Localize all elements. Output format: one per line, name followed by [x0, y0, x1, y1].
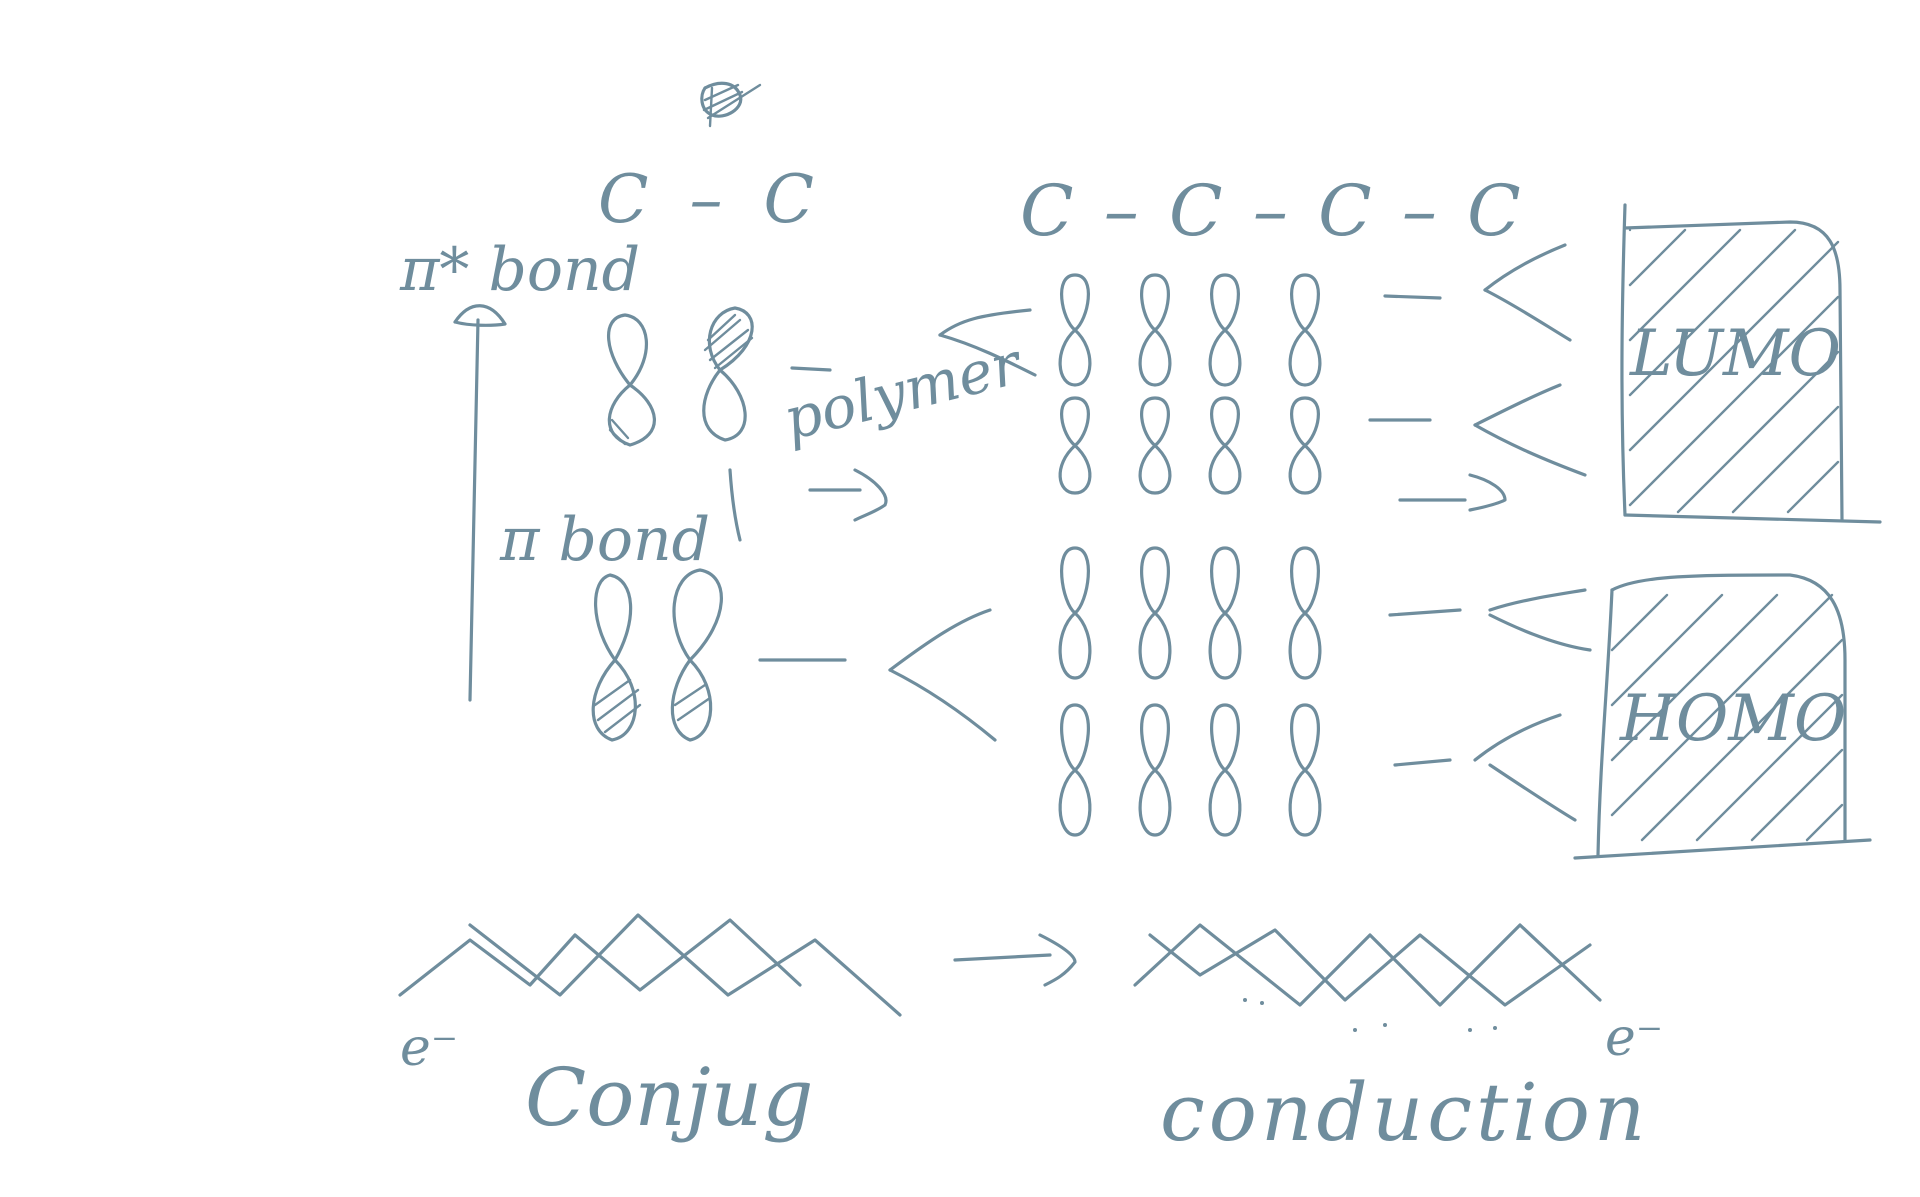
polymer-p-orbital — [1208, 546, 1242, 680]
polymer-p-orbital — [1058, 703, 1092, 837]
hatch-line — [1805, 803, 1844, 842]
hatch-line — [1610, 593, 1779, 762]
polymer-p-orbital — [1058, 546, 1092, 680]
label-lumo: LUMO — [1629, 317, 1841, 391]
label-homo: HOMO — [1619, 682, 1846, 756]
label-chain: C – C – C – C — [1020, 170, 1525, 252]
hatch-line — [1628, 295, 1840, 507]
polymer-arrow: polymer — [777, 329, 1030, 522]
hatch-line — [1610, 593, 1724, 707]
p-orbital — [670, 568, 723, 742]
conjugated-chain: e⁻ Conjug — [398, 913, 902, 1144]
polymer-p-orbital — [1058, 396, 1092, 495]
hatch-line — [1676, 350, 1840, 514]
polymer-p-orbital — [1288, 396, 1322, 495]
polymer-p-orbital — [1138, 703, 1172, 837]
pi-orbital-pair — [591, 568, 723, 742]
hatch-line — [1628, 228, 1687, 287]
hatch-line — [1628, 228, 1797, 397]
polymer-p-orbital — [1208, 273, 1242, 387]
label-c-c: C – C — [598, 161, 824, 238]
hatch-line — [1640, 638, 1844, 842]
polymer-orbital-grid — [1058, 273, 1322, 837]
polymer-p-orbital — [1208, 396, 1242, 495]
polymer-p-orbital — [1288, 273, 1322, 387]
pi-star-orbital-pair — [606, 306, 754, 447]
label-pi-star-bond: π* bond — [399, 235, 640, 305]
polymer-p-orbital — [1288, 703, 1322, 837]
polymer-p-orbital — [1138, 273, 1172, 387]
label-electron-right: e⁻ — [1605, 1008, 1663, 1068]
p-orbital — [606, 313, 656, 447]
energy-axis-arrow — [453, 304, 507, 702]
lumo-band: LUMO — [1620, 203, 1882, 524]
conduction-arrow — [953, 933, 1077, 987]
conduction-chain: e⁻ conduction — [1133, 923, 1663, 1159]
hatch-line — [1695, 693, 1844, 842]
label-polymer: polymer — [777, 329, 1030, 454]
label-electron-left: e⁻ — [400, 1018, 458, 1078]
hatch-line — [1610, 593, 1669, 652]
p-orbital — [591, 573, 642, 742]
homo-band: HOMO — [1573, 573, 1872, 860]
polymer-p-orbital — [1138, 396, 1172, 495]
hatch-line — [1750, 748, 1844, 842]
hatch-line — [1628, 240, 1840, 452]
polymer-p-orbital — [1138, 546, 1172, 680]
scribble-mark — [700, 81, 762, 128]
polymer-p-orbital — [1208, 703, 1242, 837]
hatch-line — [1786, 460, 1840, 514]
homo-hatch — [1610, 593, 1844, 842]
label-conjug: Conjug — [525, 1051, 813, 1144]
label-pi-bond: π bond — [499, 505, 710, 575]
hatch-line — [1610, 593, 1834, 817]
splitting-lines-right — [1368, 243, 1592, 822]
lumo-hatch — [1628, 228, 1840, 514]
polymer-p-orbital — [1288, 546, 1322, 680]
polymer-p-orbital — [1058, 273, 1092, 387]
splitting-lines-left — [888, 308, 1037, 742]
single-bond-levels — [728, 366, 847, 662]
hatch-line — [1731, 405, 1840, 514]
label-conduction: conduction — [1160, 1066, 1649, 1159]
electron-dots — [1243, 998, 1497, 1032]
p-orbital-shaded — [702, 306, 754, 442]
hatch-line — [1628, 228, 1742, 342]
